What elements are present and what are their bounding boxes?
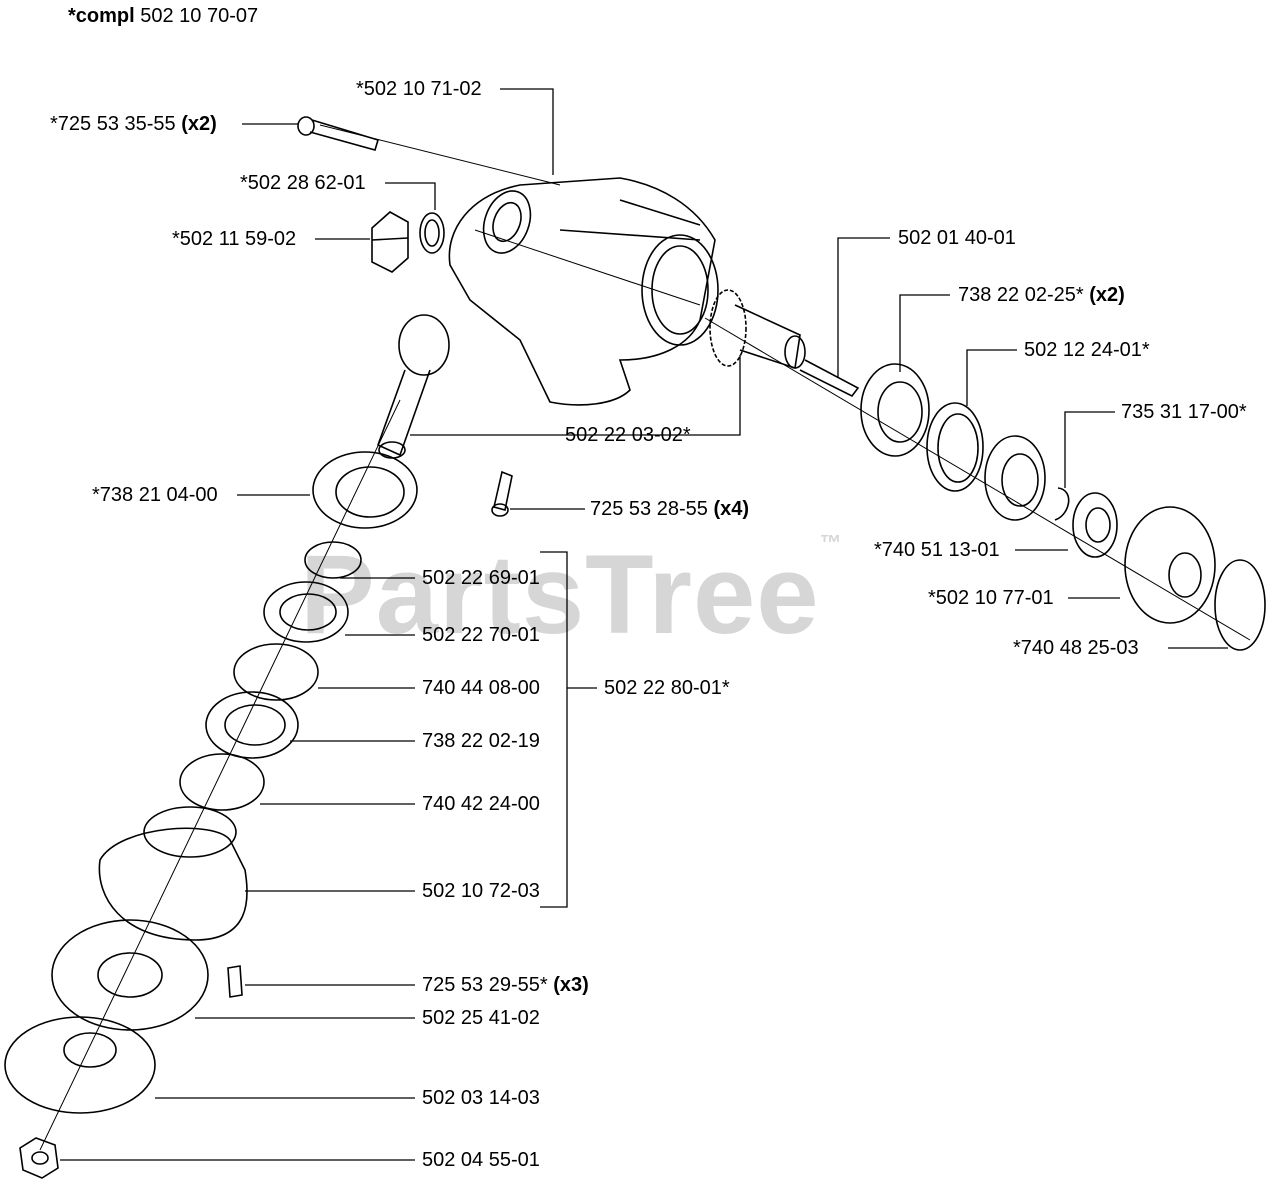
part-label[interactable]: 738 22 02-19: [422, 730, 540, 752]
assembly-title: *compl 502 10 70-07: [68, 5, 259, 27]
part-label[interactable]: 735 31 17-00*: [1121, 401, 1247, 423]
plug-screw: [371, 211, 409, 273]
part-label[interactable]: 502 22 69-01: [422, 567, 540, 589]
part-label[interactable]: 740 44 08-00: [422, 677, 540, 699]
part-label[interactable]: 502 03 14-03: [422, 1087, 540, 1109]
part-label[interactable]: 502 22 03-02*: [565, 424, 691, 446]
part-label[interactable]: 502 01 40-01: [898, 227, 1016, 249]
part-label[interactable]: *738 21 04-00: [92, 484, 218, 506]
part-label[interactable]: *502 28 62-01: [240, 172, 366, 194]
small-screw: [491, 470, 513, 517]
part-label[interactable]: 725 53 28-55 (x4): [590, 498, 750, 520]
top-screw: [297, 116, 379, 151]
part-label[interactable]: 502 22 70-01: [422, 624, 540, 646]
leader-lines: [60, 88, 1228, 1161]
axis-lines: [39, 124, 1251, 1151]
part-label[interactable]: 725 53 29-55* (x3): [422, 974, 589, 996]
part-label[interactable]: 740 42 24-00: [422, 793, 540, 815]
part-label[interactable]: *502 10 77-01: [928, 587, 1054, 609]
pinion-shaft: [376, 314, 450, 459]
right-parts: [860, 363, 1266, 651]
part-label[interactable]: 502 12 24-01*: [1024, 339, 1150, 361]
part-label[interactable]: 502 04 55-01: [422, 1149, 540, 1171]
part-label[interactable]: 502 10 72-03: [422, 880, 540, 902]
seal-washer: [419, 212, 445, 254]
part-label[interactable]: 738 22 02-25* (x2): [958, 284, 1125, 306]
bevel-gear-shaft: [709, 289, 860, 398]
part-label[interactable]: *725 53 35-55 (x2): [50, 113, 217, 135]
part-label[interactable]: *740 48 25-03: [1013, 637, 1139, 659]
part-label[interactable]: *502 10 71-02: [356, 78, 482, 100]
lower-stack: [4, 451, 418, 1179]
part-label[interactable]: *502 11 59-02: [172, 228, 297, 250]
part-label[interactable]: 502 25 41-02: [422, 1007, 540, 1029]
gear-housing: [448, 177, 719, 406]
watermark: PartsTree™: [300, 530, 843, 657]
part-label[interactable]: 502 22 80-01*: [604, 677, 730, 699]
part-label[interactable]: *740 51 13-01: [874, 539, 1000, 561]
